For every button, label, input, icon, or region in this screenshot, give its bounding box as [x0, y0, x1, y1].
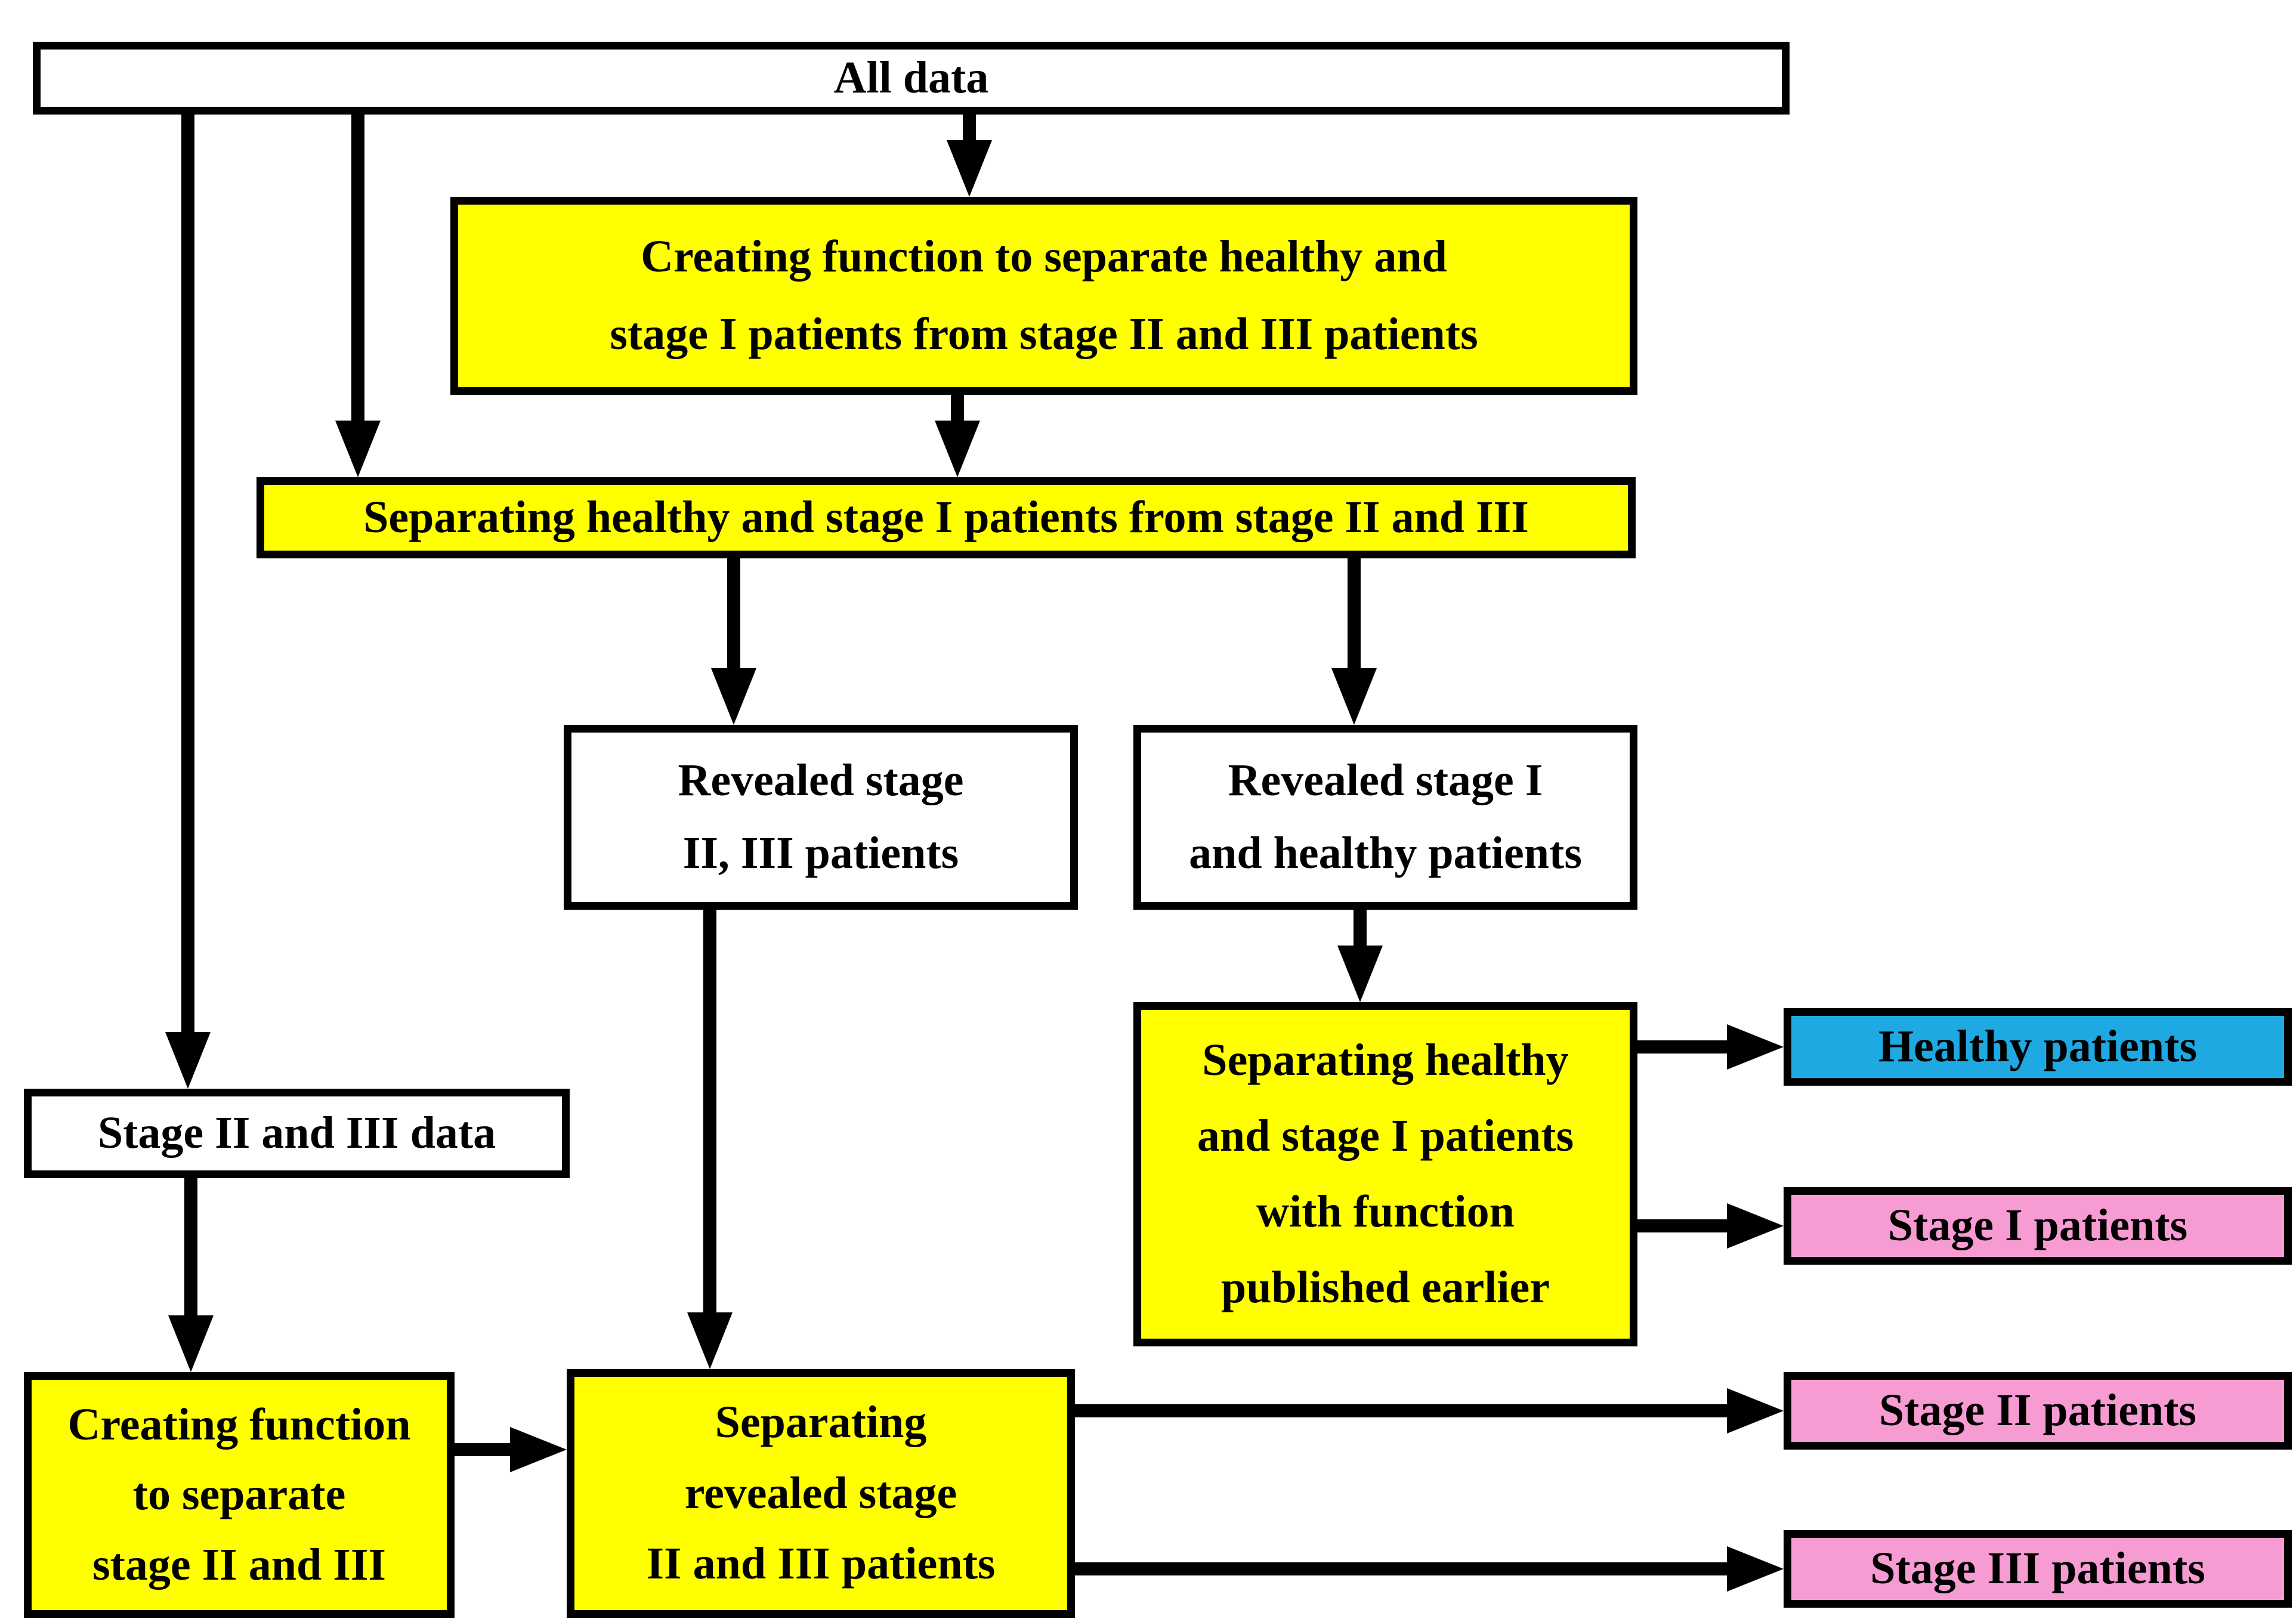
arrow-separating-to-revealed23-shaft [727, 558, 740, 669]
node-healthy-patients-label: Healthy patients [1878, 1021, 2198, 1072]
arrow-creatingfn-to-separating-head [935, 421, 980, 477]
node-revealed-stage-1-healthy-line2: and healthy patients [1189, 828, 1582, 879]
arrow-revealed1h-to-separatingearlier-shaft [1354, 910, 1367, 947]
node-separating-with-published-function: Separating healthy and stage I patients … [1133, 1002, 1637, 1346]
arrow-creating23-to-separating23-shaft [455, 1443, 511, 1456]
node-separating-with-published-function-line4: published earlier [1220, 1262, 1550, 1313]
arrow-separatingearlier-to-stage1-shaft [1637, 1219, 1728, 1232]
arrow-revealed1h-to-separatingearlier-head [1337, 946, 1383, 1002]
arrow-separatingearlier-to-healthy-head [1727, 1024, 1784, 1070]
node-separating-with-published-function-line2: and stage I patients [1197, 1111, 1574, 1161]
arrow-separating23-to-stage3-head [1727, 1546, 1784, 1592]
arrow-revealed23-to-separating23-shaft [703, 910, 716, 1314]
node-stage-3-patients-label: Stage III patients [1870, 1543, 2205, 1594]
arrow-separating23-to-stage3-shaft [1075, 1562, 1728, 1575]
node-separating-healthy-label: Separating healthy and stage I patients … [363, 492, 1529, 543]
node-stage-2-patients: Stage II patients [1784, 1372, 2292, 1450]
node-all-data: All data [33, 42, 1790, 115]
arrow-separating-to-revealed1h-shaft [1348, 558, 1361, 669]
node-healthy-patients: Healthy patients [1784, 1008, 2292, 1086]
arrow-creatingfn-to-separating-shaft [951, 395, 964, 422]
arrow-alldata-to-creatingfn-shaft [963, 115, 976, 141]
arrow-alldata-to-separating-shaft [351, 115, 364, 422]
arrow-separatingearlier-to-healthy-shaft [1637, 1040, 1728, 1053]
node-stage-3-patients: Stage III patients [1784, 1530, 2292, 1608]
node-stage-2-patients-label: Stage II patients [1878, 1385, 2197, 1436]
node-separating-revealed-2-3: Separating revealed stage II and III pat… [567, 1369, 1075, 1618]
node-creating-function-stage-2-3-line3: stage II and III [92, 1539, 387, 1590]
node-separating-with-published-function-line3: with function [1256, 1187, 1515, 1237]
node-revealed-stage-2-3-line1: Revealed stage [678, 755, 964, 805]
arrow-stage23data-to-creating23-shaft [184, 1178, 197, 1317]
node-stage-2-3-data-label: Stage II and III data [97, 1108, 496, 1158]
node-stage-1-patients: Stage I patients [1784, 1187, 2292, 1265]
arrow-stage23data-to-creating23-head [168, 1315, 214, 1372]
node-separating-revealed-2-3-line1: Separating [715, 1397, 927, 1448]
node-creating-function-healthy-line1: Creating function to separate healthy an… [641, 231, 1447, 282]
arrow-creating23-to-separating23-head [510, 1427, 567, 1472]
arrow-separatingearlier-to-stage1-head [1727, 1203, 1784, 1249]
node-stage-1-patients-label: Stage I patients [1887, 1200, 2188, 1251]
node-creating-function-stage-2-3: Creating function to separate stage II a… [24, 1372, 455, 1618]
node-creating-function-healthy-line2: stage I patients from stage II and III p… [610, 309, 1478, 360]
node-creating-function-healthy: Creating function to separate healthy an… [450, 197, 1637, 395]
arrow-separating-to-revealed1h-head [1331, 668, 1377, 725]
arrow-separating-to-revealed23-head [711, 668, 756, 725]
arrow-alldata-to-stage23data-shaft [181, 115, 194, 1033]
node-revealed-stage-2-3: Revealed stage II, III patients [564, 725, 1078, 910]
arrow-revealed23-to-separating23-head [687, 1312, 733, 1369]
node-separating-revealed-2-3-line2: revealed stage [684, 1467, 957, 1518]
node-separating-healthy: Separating healthy and stage I patients … [257, 477, 1636, 558]
node-separating-revealed-2-3-line3: II and III patients [646, 1538, 996, 1589]
node-creating-function-stage-2-3-line2: to separate [132, 1469, 346, 1520]
arrow-alldata-to-stage23data-head [165, 1032, 211, 1089]
arrow-separating23-to-stage2-shaft [1075, 1404, 1728, 1417]
node-all-data-label: All data [833, 52, 989, 103]
arrow-alldata-to-separating-head [335, 421, 381, 477]
node-stage-2-3-data: Stage II and III data [24, 1089, 570, 1178]
node-revealed-stage-1-healthy-line1: Revealed stage I [1228, 755, 1543, 805]
node-creating-function-stage-2-3-line1: Creating function [67, 1399, 411, 1450]
node-separating-with-published-function-line1: Separating healthy [1202, 1035, 1569, 1086]
arrow-alldata-to-creatingfn-head [947, 140, 992, 197]
node-revealed-stage-2-3-line2: II, III patients [682, 828, 959, 879]
node-revealed-stage-1-healthy: Revealed stage I and healthy patients [1133, 725, 1637, 910]
arrow-separating23-to-stage2-head [1727, 1388, 1784, 1433]
